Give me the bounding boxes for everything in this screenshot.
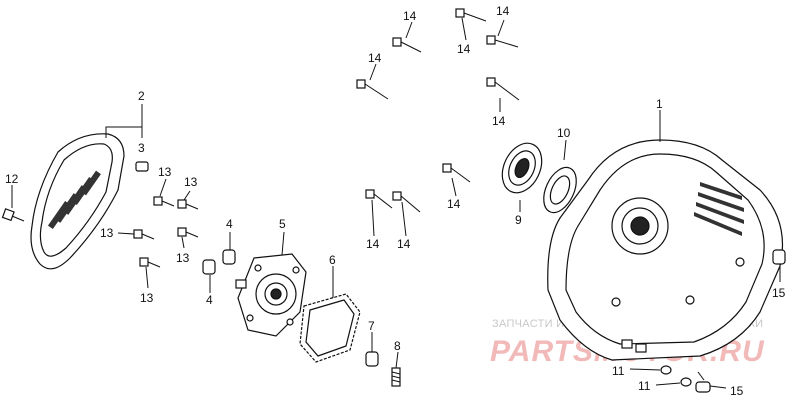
grommet-part-3 bbox=[135, 161, 149, 172]
callout-2: 2 bbox=[138, 89, 145, 103]
callout-15-upper: 15 bbox=[772, 286, 786, 300]
callout-14-b: 14 bbox=[496, 4, 510, 18]
callout-11-lower: 11 bbox=[638, 379, 651, 393]
callout-15-lower: 15 bbox=[730, 384, 744, 398]
pump-cover-part-5 bbox=[235, 253, 307, 337]
bolt-part-12 bbox=[1, 208, 25, 222]
cover-fins bbox=[694, 182, 744, 236]
dowel-pins-part-15 bbox=[695, 249, 786, 393]
callout-5: 5 bbox=[279, 217, 286, 231]
oil-seal-part-10 bbox=[543, 166, 577, 214]
dowel-pins-part-4 bbox=[202, 249, 236, 275]
callout-14-e: 14 bbox=[492, 114, 506, 128]
callout-10: 10 bbox=[557, 126, 571, 140]
callout-14-c: 14 bbox=[457, 42, 471, 56]
callout-9: 9 bbox=[515, 213, 522, 227]
callout-14-a: 14 bbox=[403, 9, 417, 23]
callout-1: 1 bbox=[656, 97, 663, 111]
callout-6: 6 bbox=[329, 253, 336, 267]
dowel-part-7 bbox=[365, 351, 379, 367]
side-cover-part-2 bbox=[30, 133, 125, 270]
callout-13-a: 13 bbox=[158, 165, 172, 179]
callout-14-f: 14 bbox=[447, 197, 461, 211]
gasket-part-6 bbox=[299, 293, 361, 363]
callout-3: 3 bbox=[138, 141, 145, 155]
callout-13-c: 13 bbox=[100, 226, 114, 240]
callout-4-lower: 4 bbox=[206, 293, 213, 307]
callout-4-upper: 4 bbox=[226, 217, 233, 231]
callout-12: 12 bbox=[5, 172, 19, 186]
callout-13-d: 13 bbox=[176, 251, 190, 265]
callout-13-b: 13 bbox=[184, 175, 198, 189]
callout-14-h: 14 bbox=[397, 237, 411, 251]
bearing-part-9 bbox=[501, 142, 543, 194]
bolts-part-14 bbox=[356, 8, 520, 213]
side-cover-vents bbox=[47, 170, 101, 230]
callout-8: 8 bbox=[394, 339, 401, 353]
o-rings-part-11 bbox=[660, 365, 692, 387]
callout-7: 7 bbox=[368, 319, 375, 333]
callout-11-upper: 11 bbox=[612, 364, 625, 378]
callout-14-g: 14 bbox=[366, 237, 380, 251]
callout-14-d: 14 bbox=[368, 51, 382, 65]
spring-part-8 bbox=[391, 367, 401, 387]
callout-labels: 1 2 3 4 4 5 6 7 8 9 10 11 11 12 13 13 13… bbox=[5, 4, 786, 398]
crankcase-cover-part-1 bbox=[547, 139, 783, 361]
callout-13-e: 13 bbox=[140, 291, 154, 305]
